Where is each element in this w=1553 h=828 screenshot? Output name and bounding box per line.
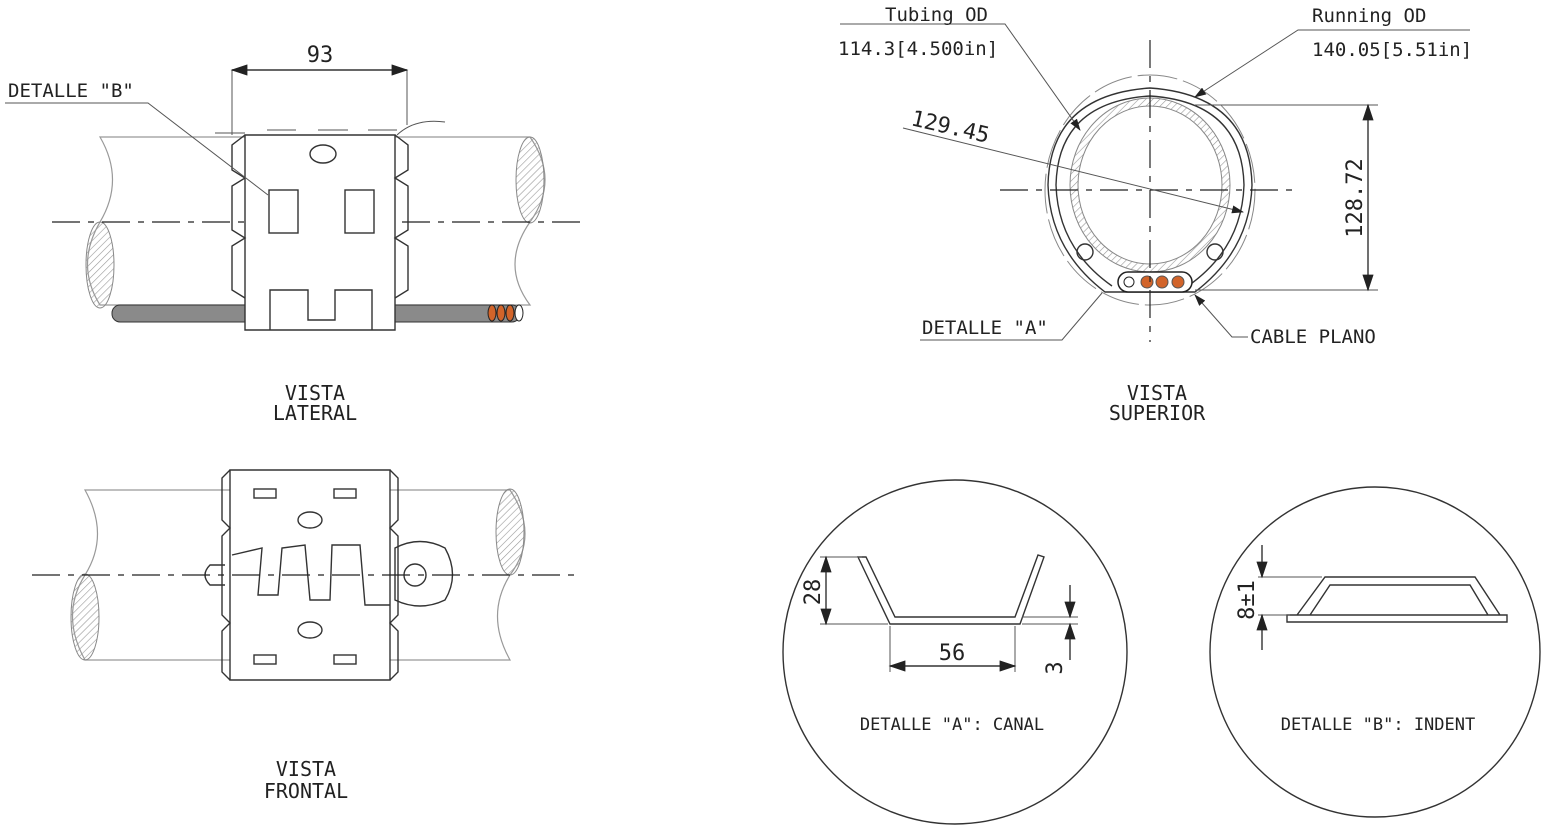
width-dim-value: 56 — [939, 641, 966, 666]
height-dim-value: 8±1 — [1235, 580, 1260, 620]
detail-b-callout: DETALLE "B" — [8, 80, 134, 102]
thickness-dim-value: 3 — [1043, 661, 1068, 674]
pipe-section-left — [70, 573, 100, 661]
detail-a-callout: DETALLE "A" — [922, 317, 1048, 339]
running-od-label: Running OD — [1312, 5, 1426, 27]
clamp-side-fingers-left — [231, 134, 247, 299]
ring-eye-left — [1076, 243, 1094, 261]
top-view: Tubing OD 114.3[4.500in] Running OD 140.… — [838, 4, 1472, 425]
slot — [253, 654, 277, 665]
top-view-title-line1: VISTA — [1127, 381, 1187, 405]
detail-a-caption: DETALLE "A": CANAL — [860, 715, 1044, 735]
clamp-hole — [297, 511, 323, 529]
conductor — [1171, 275, 1185, 289]
indent-right — [344, 189, 375, 234]
clamp-side-fingers-right — [393, 134, 409, 299]
clamp-ring-outer — [1047, 87, 1253, 293]
top-view-title-line2: SUPERIOR — [1109, 401, 1206, 425]
detail-b-circle — [1209, 486, 1541, 818]
cable-tube — [1123, 276, 1135, 288]
indent-left — [268, 189, 299, 234]
slot — [333, 654, 357, 665]
ring-eye-right — [1206, 243, 1224, 261]
interlocking-teeth — [231, 544, 390, 606]
pipe-section-left — [85, 221, 115, 309]
clamp-hole — [297, 621, 323, 639]
side-view: 93 DETALLE "B" VISTA LATERAL — [5, 43, 585, 425]
pipe-section-right — [515, 136, 545, 224]
conductor — [1155, 275, 1169, 289]
cable-lug — [394, 540, 454, 607]
flat-cable-section — [1117, 271, 1193, 293]
clamp-body — [244, 134, 396, 331]
front-view-title-line1: VISTA — [276, 757, 336, 781]
diameter-dimension-value: 129.45 — [909, 106, 992, 148]
channel-profile — [856, 554, 1045, 625]
detail-b-caption: DETALLE "B": INDENT — [1281, 715, 1475, 735]
cable-conductors — [487, 304, 524, 322]
side-view-title-line1: VISTA — [285, 381, 345, 405]
cable-plano-leader — [1194, 294, 1248, 338]
detail-b-leader — [5, 102, 269, 196]
tubing-od-value: 114.3[4.500in] — [838, 38, 998, 60]
slot — [333, 488, 357, 499]
detail-a-leader — [920, 292, 1103, 341]
detail-b: 8±1 DETALLE "B": INDENT — [1209, 486, 1541, 818]
conductor — [1140, 275, 1154, 289]
width-dimension-value: 93 — [307, 43, 334, 68]
side-view-title-line2: LATERAL — [273, 401, 357, 425]
clamp-bottom-teeth — [269, 289, 373, 330]
height-dimension-value: 128.72 — [1343, 158, 1368, 237]
cable-plano-callout: CABLE PLANO — [1250, 326, 1376, 348]
clamp-top-tabs — [215, 120, 446, 136]
front-view: VISTA FRONTAL — [32, 469, 578, 803]
tubing-od-label: Tubing OD — [885, 4, 988, 26]
running-od-leader — [1194, 29, 1470, 98]
running-od-value: 140.05[5.51in] — [1312, 39, 1472, 61]
height-dim-value: 28 — [801, 579, 826, 606]
slot — [253, 488, 277, 499]
diameter-dimension-line — [902, 127, 1244, 214]
detail-a: 28 56 3 DETALLE "A": CANAL — [782, 479, 1128, 825]
detail-a-circle — [782, 479, 1128, 825]
clamp-hole — [309, 144, 337, 164]
indent-profile — [1286, 576, 1508, 623]
pipe-section-right — [495, 488, 525, 576]
tubing-od-leader — [840, 23, 1081, 131]
front-view-title-line2: FRONTAL — [264, 779, 348, 803]
